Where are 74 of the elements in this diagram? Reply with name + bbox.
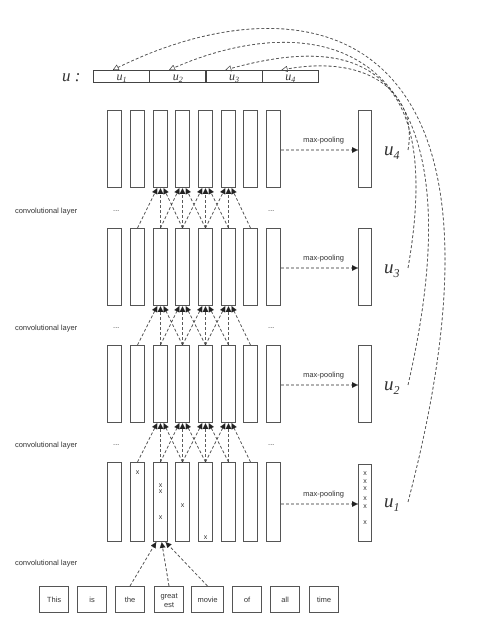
arrow bbox=[137, 306, 158, 346]
arrow bbox=[280, 265, 358, 271]
feature-column bbox=[175, 345, 190, 423]
arrow bbox=[158, 422, 164, 462]
arrow bbox=[165, 542, 208, 586]
pooled-column bbox=[358, 110, 372, 188]
feature-column bbox=[107, 110, 122, 188]
feature-column bbox=[221, 345, 236, 423]
feature-column bbox=[107, 345, 122, 423]
arrow bbox=[180, 422, 186, 462]
feature-column bbox=[266, 345, 281, 423]
feature-column bbox=[221, 462, 236, 542]
arrow bbox=[160, 542, 170, 586]
feature-column bbox=[243, 462, 258, 542]
feature-column bbox=[130, 228, 145, 306]
feature-column bbox=[153, 228, 168, 306]
feature-column bbox=[175, 228, 190, 306]
feature-column bbox=[266, 228, 281, 306]
feature-column bbox=[153, 462, 168, 542]
pooled-column bbox=[358, 228, 372, 306]
feature-column bbox=[107, 462, 122, 542]
feature-column bbox=[243, 228, 258, 306]
curved-arrow bbox=[281, 65, 410, 150]
feature-column bbox=[107, 228, 122, 306]
output-symbol: u$_{1}$ bbox=[384, 491, 408, 513]
curved-arrow bbox=[225, 56, 416, 268]
arrow bbox=[137, 422, 158, 462]
feature-column bbox=[130, 110, 145, 188]
arrow bbox=[137, 188, 158, 228]
feature-column bbox=[198, 228, 213, 306]
curved-arrow bbox=[112, 28, 445, 502]
feature-column bbox=[266, 110, 281, 188]
output-symbol: u$_{3}$ bbox=[384, 257, 408, 279]
output-symbol: u$_{4}$ bbox=[384, 139, 408, 161]
arrow bbox=[130, 542, 157, 586]
pooled-column bbox=[358, 345, 372, 423]
arrow bbox=[226, 188, 232, 228]
feature-column bbox=[130, 345, 145, 423]
feature-column bbox=[266, 462, 281, 542]
arrow bbox=[231, 188, 251, 228]
feature-column bbox=[221, 110, 236, 188]
pooled-column bbox=[358, 464, 372, 542]
arrow bbox=[280, 147, 358, 153]
feature-column bbox=[130, 462, 145, 542]
feature-column bbox=[243, 345, 258, 423]
arrow bbox=[158, 306, 164, 346]
feature-column bbox=[153, 345, 168, 423]
vector-element: u$_{3}$ bbox=[206, 70, 262, 83]
vector-element: u$_{4}$ bbox=[262, 70, 319, 83]
feature-column bbox=[175, 110, 190, 188]
arrow bbox=[226, 422, 232, 462]
vector-element: u$_{2}$ bbox=[149, 70, 206, 83]
output-symbol: u$_{2}$ bbox=[384, 374, 408, 396]
arrow bbox=[202, 188, 208, 228]
arrow bbox=[226, 306, 232, 346]
arrow bbox=[280, 501, 358, 507]
vector-element: u$_{1}$ bbox=[93, 70, 150, 83]
feature-column bbox=[198, 345, 213, 423]
feature-column bbox=[198, 110, 213, 188]
vector-label: u : bbox=[62, 67, 80, 86]
curved-arrow bbox=[168, 42, 429, 386]
arrow bbox=[202, 422, 208, 462]
arrow bbox=[202, 306, 208, 346]
feature-column bbox=[243, 110, 258, 188]
feature-column bbox=[153, 110, 168, 188]
arrow bbox=[231, 422, 251, 462]
feature-column bbox=[221, 228, 236, 306]
feature-column bbox=[175, 462, 190, 542]
arrow bbox=[180, 188, 186, 228]
arrow bbox=[158, 188, 164, 228]
feature-column bbox=[198, 462, 213, 542]
arrow bbox=[280, 382, 358, 388]
arrow bbox=[231, 306, 251, 346]
arrow bbox=[180, 306, 186, 346]
